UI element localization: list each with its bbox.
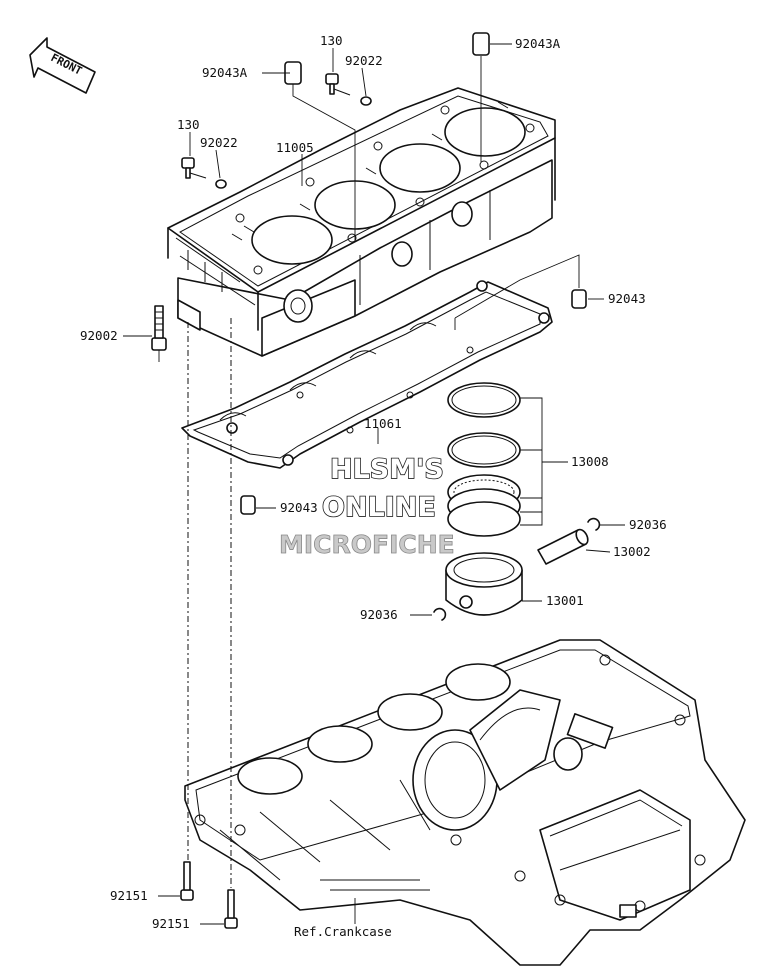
bolt-130-top xyxy=(325,73,351,96)
part-label-92022-left: 92022 xyxy=(200,135,238,150)
washer-92022-left xyxy=(215,179,227,189)
part-label-11061: 11061 xyxy=(364,416,402,431)
part-labels: 92043A 130 92022 92043A 130 92022 11005 … xyxy=(80,33,667,939)
part-label-92151-upper: 92151 xyxy=(110,888,148,903)
dowel-92043-right xyxy=(571,289,587,309)
watermark: HLSM'S ONLINE MICROFICHE xyxy=(279,453,456,559)
bolt-92002 xyxy=(151,305,167,351)
crankcase xyxy=(184,639,746,966)
fasteners xyxy=(151,32,587,929)
part-label-13002: 13002 xyxy=(613,544,651,559)
part-label-92043a-right: 92043A xyxy=(515,36,561,51)
bolt-92151-upper xyxy=(180,861,194,901)
part-label-92036-right: 92036 xyxy=(629,517,667,532)
reference-label-crankcase: Ref.Crankcase xyxy=(294,924,392,939)
leader-lines xyxy=(123,43,625,925)
bolt-130-left xyxy=(181,157,207,179)
part-label-92043a-left: 92043A xyxy=(202,65,248,80)
watermark-line-1: HLSM'S xyxy=(330,454,444,485)
bolt-92151-lower xyxy=(224,889,238,929)
watermark-line-2: ONLINE xyxy=(322,492,436,523)
piston-assembly xyxy=(433,517,601,621)
front-arrow: FRONT xyxy=(29,37,96,94)
part-label-92151-lower: 92151 xyxy=(152,916,190,931)
head-gasket xyxy=(181,280,553,469)
piston-rings xyxy=(447,382,521,537)
part-label-130-top: 130 xyxy=(320,33,343,48)
part-label-92002: 92002 xyxy=(80,328,118,343)
part-label-92043-right: 92043 xyxy=(608,291,646,306)
part-label-92036-left: 92036 xyxy=(360,607,398,622)
part-label-130-left: 130 xyxy=(177,117,200,132)
dowel-92043a-right xyxy=(472,32,490,56)
part-label-13008: 13008 xyxy=(571,454,609,469)
part-label-92043-lower: 92043 xyxy=(280,500,318,515)
washer-92022-top xyxy=(360,96,372,106)
part-label-11005: 11005 xyxy=(276,140,314,155)
part-label-92022-top: 92022 xyxy=(345,53,383,68)
part-label-13001: 13001 xyxy=(546,593,584,608)
dowel-92043-lower xyxy=(240,495,256,515)
watermark-line-3: MICROFICHE xyxy=(279,530,455,559)
